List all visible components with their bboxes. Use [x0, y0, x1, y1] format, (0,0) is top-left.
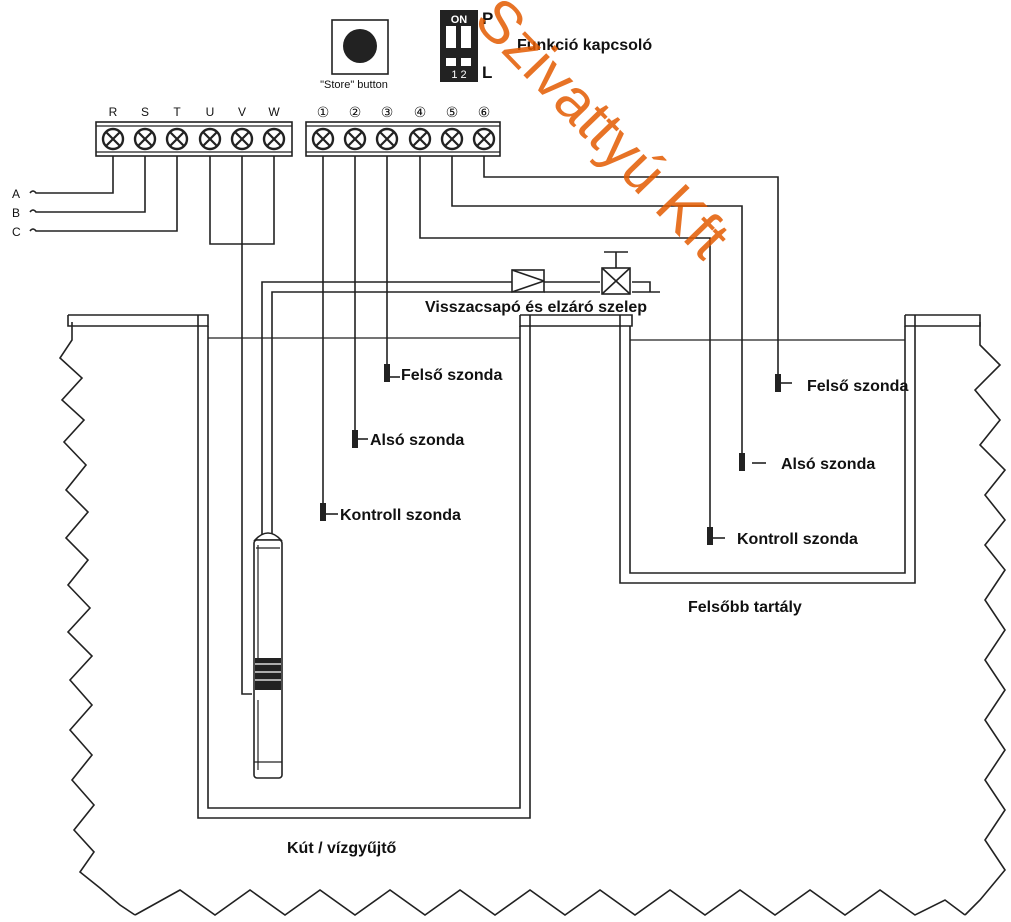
terminal-label-5: ⑤ [446, 105, 459, 121]
store-button-label: "Store" button [320, 79, 388, 91]
dip-switch-numbers: 1 2 [451, 69, 466, 81]
discharge-pipe [261, 281, 660, 535]
terminal-label-r: R [109, 105, 118, 119]
dip-switch-position-bottom: L [482, 63, 492, 82]
probe-wires [322, 156, 779, 528]
motor-cable [209, 156, 275, 695]
dip-switch-on-label: ON [451, 14, 468, 26]
valve-label: Visszacsapó és elzáró szelep [425, 299, 647, 316]
probe-terminal-screws [311, 127, 496, 151]
terminal-screw-icon [165, 127, 189, 151]
terminal-label-1: ① [317, 105, 330, 121]
terminal-screw-icon [133, 127, 157, 151]
upper-tank-container [619, 315, 916, 584]
terminal-screw-icon [311, 127, 335, 151]
terminal-label-u: U [206, 105, 215, 119]
well-caption: Kút / vízgyűjtő [287, 840, 397, 857]
terminal-screw-icon [343, 127, 367, 151]
ground-bottom-jagged-edge [134, 889, 966, 916]
terminal-screw-icon [230, 127, 254, 151]
tank-caption: Felsőbb tartály [688, 599, 802, 616]
ground-right-jagged-edge [964, 322, 1007, 916]
well-probe-lower-icon [352, 430, 368, 448]
tank-probe-control-label: Kontroll szonda [737, 531, 858, 548]
terminal-label-3: ③ [381, 105, 394, 121]
terminal-screw-icon [262, 127, 286, 151]
tank-probe-lower-label: Alsó szonda [781, 456, 875, 473]
ground-surface-right [904, 314, 981, 327]
ground-surface-left [67, 314, 209, 327]
ground-outline [58, 314, 1007, 916]
terminal-screw-icon [101, 127, 125, 151]
supply-label-c: C [12, 225, 21, 239]
power-terminal-screws [101, 127, 286, 151]
terminal-screw-icon [375, 127, 399, 151]
power-terminal-block [95, 121, 293, 157]
terminal-label-t: T [173, 105, 181, 119]
well-probe-control-label: Kontroll szonda [340, 507, 461, 524]
shutoff-valve-icon [601, 251, 631, 295]
ground-left-jagged-edge [58, 322, 136, 916]
dip-switch-position-top: P [482, 9, 493, 28]
terminal-label-4: ④ [414, 105, 427, 121]
submersible-pump-icon [253, 532, 283, 779]
well-probe-lower-label: Alsó szonda [370, 432, 464, 449]
terminal-label-2: ② [349, 105, 362, 121]
terminal-label-s: S [141, 105, 149, 119]
tank-probe-upper-icon [775, 374, 792, 392]
terminal-label-w: W [268, 105, 280, 119]
tank-probe-lower-icon [739, 453, 766, 471]
well-probe-control-icon [320, 503, 338, 521]
store-button[interactable] [331, 19, 389, 75]
supply-label-b: B [12, 206, 20, 220]
supply-label-a: A [12, 187, 20, 201]
power-terminal-labels: R S T U V W [109, 105, 281, 119]
supply-wires [29, 156, 178, 232]
probe-terminal-block [305, 121, 501, 157]
probe-terminal-labels: ① ② ③ ④ ⑤ ⑥ [317, 105, 491, 121]
well-container [197, 315, 531, 819]
dip-switch[interactable] [440, 10, 478, 82]
check-valve-icon [511, 269, 545, 293]
terminal-screw-icon [440, 127, 464, 151]
ground-surface-middle [519, 314, 633, 327]
terminal-screw-icon [472, 127, 496, 151]
dip-switch-caption: Funkció kapcsoló [517, 37, 652, 54]
terminal-label-6: ⑥ [478, 105, 491, 121]
well-probe-upper-label: Felső szonda [401, 367, 502, 384]
well-probe-upper-icon [384, 364, 400, 382]
terminal-screw-icon [408, 127, 432, 151]
tank-probe-upper-label: Felső szonda [807, 378, 908, 395]
tank-probe-control-icon [707, 527, 725, 545]
terminal-screw-icon [198, 127, 222, 151]
terminal-label-v: V [238, 105, 246, 119]
